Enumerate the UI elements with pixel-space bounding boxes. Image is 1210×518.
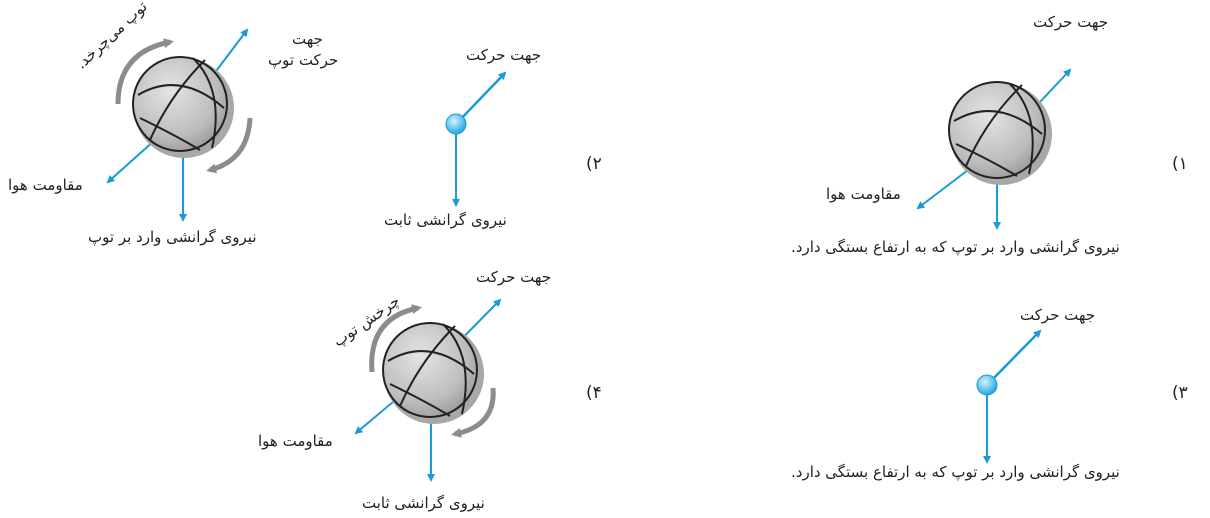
figure-unnumbered — [106, 28, 253, 222]
spin-arrow-upper-icon — [369, 304, 422, 373]
direction-label-line1: جهت — [292, 30, 323, 48]
gravity-label: نیروی گرانشی ثابت — [384, 211, 507, 229]
gravity-label: نیروی گرانشی وارد بر توپ — [88, 228, 257, 246]
direction-label: جهت حرکت — [476, 268, 552, 286]
direction-label: جهت حرکت — [1020, 306, 1096, 324]
figure-option-2 — [445, 71, 507, 207]
point-mass-icon — [976, 374, 998, 396]
spin-arrow-lower-icon — [451, 387, 496, 438]
gravity-label: نیروی گرانشی وارد بر توپ که به ارتفاع بس… — [791, 238, 1120, 256]
direction-label-line2: حرکت توپ — [268, 51, 339, 69]
air-resistance-label: مقاومت هوا — [826, 185, 901, 203]
option-number: ۲) — [586, 154, 602, 174]
figure-option-1 — [916, 68, 1072, 230]
arrow-direction — [986, 329, 1042, 386]
figure-option-3 — [976, 329, 1042, 464]
air-resistance-label: مقاومت هوا — [8, 176, 83, 194]
spin-arrow-upper-icon — [115, 38, 174, 105]
option-number: ۴) — [586, 383, 602, 403]
direction-label: جهت حرکت — [1033, 13, 1109, 31]
spin-arrow-lower-icon — [206, 117, 253, 174]
basketball-icon — [132, 56, 234, 158]
arrow-direction — [455, 71, 507, 125]
point-mass-icon — [445, 113, 467, 135]
option-number: ۳) — [1172, 383, 1188, 403]
direction-label: جهت حرکت — [466, 46, 542, 64]
figure-option-4 — [354, 298, 502, 482]
basketball-icon — [382, 322, 484, 424]
basketball-icon — [948, 81, 1052, 185]
gravity-label: نیروی گرانشی ثابت — [362, 494, 485, 512]
air-resistance-label: مقاومت هوا — [258, 432, 333, 450]
option-number: ۱) — [1172, 154, 1188, 174]
gravity-label: نیروی گرانشی وارد بر توپ که به ارتفاع بس… — [791, 463, 1120, 481]
